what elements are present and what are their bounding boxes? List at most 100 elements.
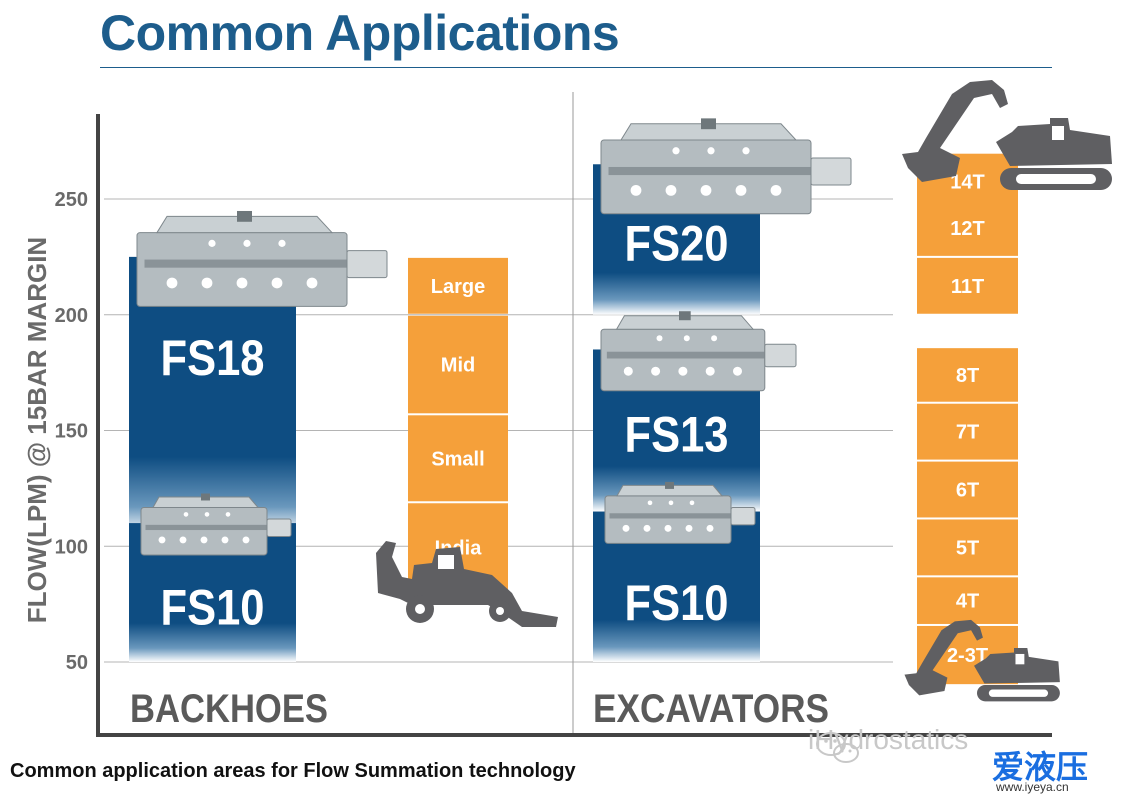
excavator-track-gap	[1016, 174, 1096, 184]
size-tile-label: 7T	[956, 422, 979, 444]
valve-port	[706, 524, 714, 532]
y-tick-label: 250	[55, 189, 88, 211]
valve-port	[665, 184, 677, 196]
group-label-backhoes: BACKHOES	[130, 687, 328, 731]
valve-spring-cap	[810, 157, 852, 186]
valve-port	[200, 536, 208, 544]
valve-port	[685, 524, 693, 532]
valve-port	[622, 524, 630, 532]
size-tile-label: Mid	[441, 355, 475, 377]
valve-port	[306, 277, 318, 289]
valve-body	[136, 232, 348, 307]
valve-spool	[608, 166, 849, 176]
valve-port	[166, 277, 178, 289]
valve-port	[201, 277, 213, 289]
valve-port	[225, 512, 231, 517]
excavator-cab	[974, 648, 1060, 684]
valve-port	[221, 536, 229, 544]
valve-port	[711, 335, 718, 342]
valve-port	[733, 366, 742, 376]
valve-spring-cap	[764, 343, 797, 368]
size-tile-label: 5T	[956, 537, 979, 559]
bar-label-fs13: FS13	[625, 407, 729, 463]
excavator-arm	[902, 80, 1008, 182]
size-tile-large	[408, 257, 508, 314]
valve-port	[651, 366, 661, 376]
valve-spool	[609, 513, 754, 519]
bar-label-fs10: FS10	[625, 575, 729, 631]
y-tick-label: 150	[55, 421, 88, 443]
size-tile-label: 11T	[951, 276, 984, 298]
y-tick-label: 50	[66, 652, 88, 674]
valve-port	[664, 524, 672, 532]
valve-port	[643, 524, 651, 532]
valve-port	[243, 239, 251, 247]
excavator-arm	[904, 619, 983, 696]
backhoe-loader-icon	[376, 541, 558, 627]
size-tile-label: 12T	[950, 218, 984, 240]
valve-spring-cap	[730, 506, 756, 526]
valve-port	[770, 184, 782, 196]
valve-port	[236, 277, 248, 289]
size-tile-label: 14T	[950, 172, 984, 194]
valve-image-fs10	[140, 493, 292, 556]
valve-port	[158, 536, 166, 544]
excavator-window	[1015, 653, 1025, 665]
valve-spool	[144, 259, 385, 268]
valve-port	[672, 147, 680, 155]
valve-port	[647, 500, 653, 506]
size-tile-label: 6T	[956, 480, 979, 502]
valve-port	[668, 500, 674, 506]
valve-body	[604, 495, 732, 544]
valve-spool	[145, 524, 290, 531]
valve-port	[630, 184, 642, 196]
valve-knob	[679, 311, 691, 321]
size-tile-6t	[917, 461, 1018, 518]
brand-logo-text: 爱液压	[992, 748, 1089, 786]
size-tile-7t	[917, 403, 1018, 460]
valve-knob	[665, 481, 674, 489]
valve-spring-cap	[266, 518, 292, 537]
valve-port	[179, 536, 187, 544]
valve-image-fs18	[136, 210, 388, 307]
valve-port	[707, 147, 715, 155]
wechat-icon	[816, 732, 859, 763]
y-tick-label: 200	[55, 305, 88, 327]
valve-port	[278, 239, 286, 247]
valve-top	[616, 484, 724, 497]
valve-image-fs10	[604, 481, 756, 544]
size-tile-5t	[917, 519, 1018, 576]
excavator-large-icon	[902, 80, 1112, 190]
excavator-window	[1052, 126, 1064, 140]
size-tile-11t	[917, 257, 1018, 314]
valve-top	[156, 215, 334, 234]
valve-port	[208, 239, 216, 247]
valve-image-fs20	[600, 118, 852, 215]
valve-port	[183, 512, 189, 517]
watermark-text: iHydrostatics	[808, 724, 969, 755]
backhoe-body	[376, 541, 558, 627]
valve-knob	[237, 210, 252, 222]
size-tile-mid	[408, 315, 508, 414]
size-tile-label: 2-3T	[947, 645, 988, 667]
bar-label-fs10: FS10	[161, 579, 265, 635]
size-tile-label: Small	[431, 448, 484, 470]
valve-port	[623, 366, 633, 376]
valve-port	[735, 184, 747, 196]
valve-body	[600, 139, 812, 215]
valve-spool	[606, 351, 795, 359]
valve-top	[152, 496, 260, 508]
flow-range-chart: LargeMidSmallIndia14T12T11T8T7T6T5T4T2-3…	[22, 80, 1112, 737]
valve-port	[705, 366, 715, 376]
size-tile-label: Large	[431, 276, 485, 298]
brand-url: www.iyeya.cn	[996, 780, 1069, 794]
y-axis-title: FLOW(LPM) @ 15BAR MARGIN	[22, 237, 52, 623]
group-label-excavators: EXCAVATORS	[593, 687, 829, 731]
valve-port	[271, 277, 283, 289]
excavator-small-icon	[904, 619, 1060, 702]
excavator-track-gap	[988, 689, 1049, 697]
size-tile-8t	[917, 348, 1018, 402]
valve-port	[683, 335, 690, 342]
title-underline	[100, 67, 1052, 68]
size-tile-small	[408, 415, 508, 502]
